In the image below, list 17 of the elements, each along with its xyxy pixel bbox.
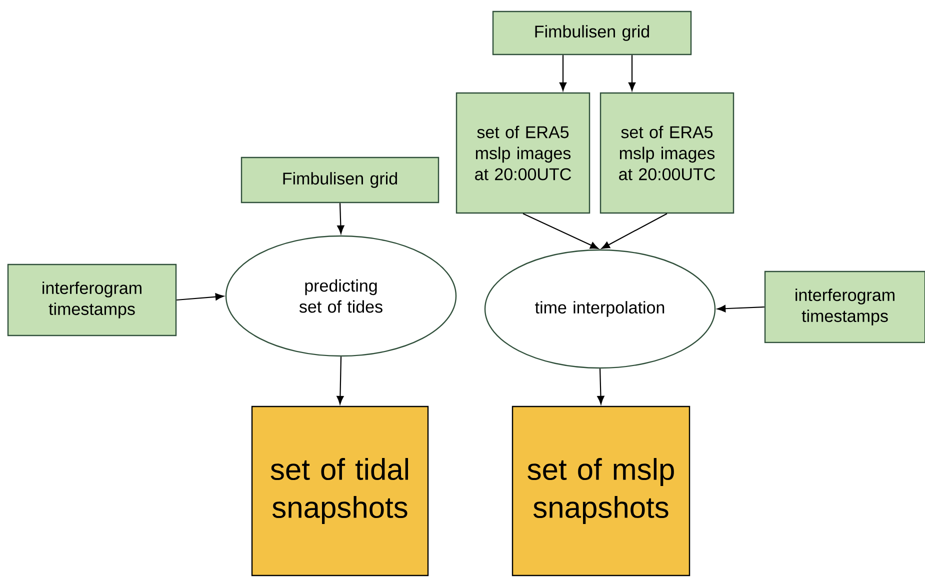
arrow bbox=[176, 293, 224, 301]
input-box: interferogram timestamps bbox=[764, 270, 925, 344]
arrow bbox=[336, 356, 344, 404]
arrow bbox=[717, 305, 764, 312]
arrow bbox=[559, 55, 567, 91]
arrow bbox=[522, 213, 599, 250]
arrow bbox=[628, 55, 636, 91]
input-box: Fimbulisen grid bbox=[492, 10, 692, 56]
output-box: set of mslp snapshots bbox=[512, 406, 690, 576]
input-box: set of ERA5 mslp images at 20:00UTC bbox=[456, 92, 590, 214]
output-box: set of tidal snapshots bbox=[251, 406, 429, 576]
arrow bbox=[337, 203, 344, 234]
arrow bbox=[601, 213, 668, 249]
input-box: set of ERA5 mslp images at 20:00UTC bbox=[600, 92, 734, 214]
arrow bbox=[597, 368, 604, 404]
input-box: Fimbulisen grid bbox=[240, 156, 440, 204]
input-box: interferogram timestamps bbox=[7, 264, 177, 336]
